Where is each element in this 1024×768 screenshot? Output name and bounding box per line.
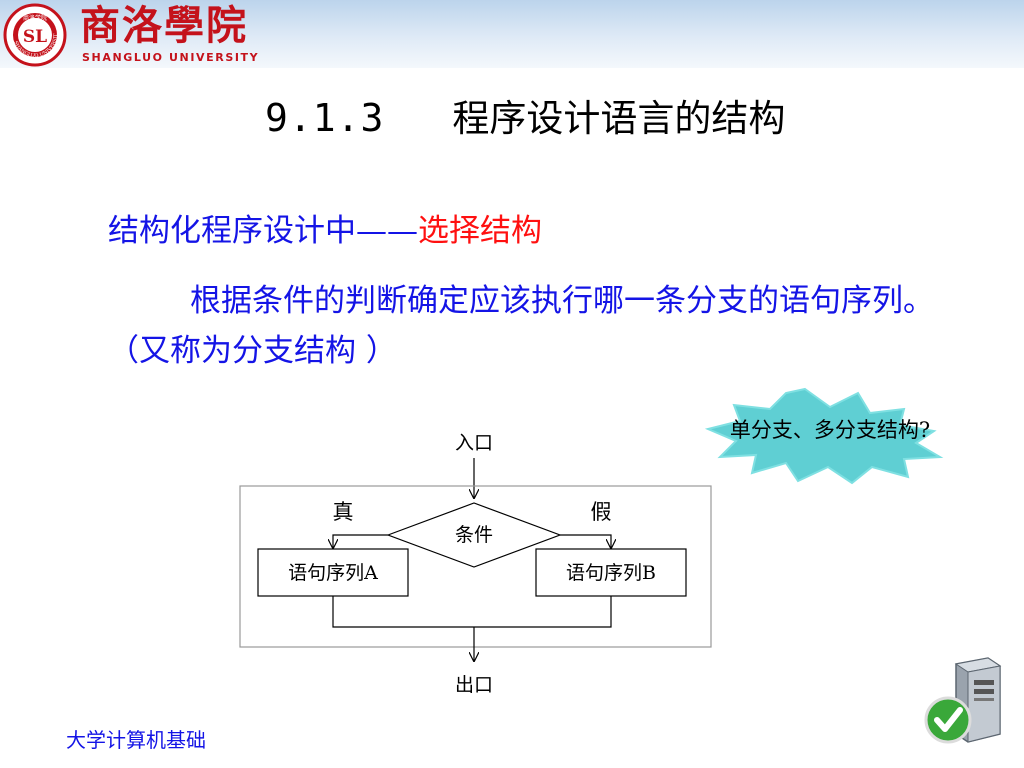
title-number: 9.1.3 xyxy=(265,96,385,140)
university-name-en: SHANGLUO UNIVERSITY xyxy=(82,51,260,64)
school-seal-icon: SL SHANGLUO UNIVERSITY 商洛学院 xyxy=(3,3,67,67)
statement-b-label: 语句序列B xyxy=(566,562,656,584)
statement-a-box xyxy=(257,548,409,597)
section-heading: 结构化程序设计中——选择结构 xyxy=(108,205,542,250)
server-check-icon-group xyxy=(924,657,1002,744)
callout-starburst: 单分支、多分支结构? xyxy=(704,387,944,485)
entry-label: 入口 xyxy=(455,432,493,454)
description-paragraph: 根据条件的判断确定应该执行哪一条分支的语句序列。（又称为分支结构 ） xyxy=(108,283,934,369)
university-name-cn: 商洛學院 xyxy=(80,2,248,49)
slide-title: 9.1.3 程序设计语言的结构 xyxy=(265,88,785,142)
true-label: 真 xyxy=(333,500,354,524)
heading-prefix: 结构化程序设计中—— xyxy=(108,213,418,249)
heading-highlight: 选择结构 xyxy=(418,213,542,249)
false-branch-arrow xyxy=(560,534,611,548)
title-text: 程序设计语言的结构 xyxy=(452,97,786,140)
true-branch-arrow xyxy=(333,534,388,548)
false-label: 假 xyxy=(591,500,612,524)
seal-top-text: 商洛学院 xyxy=(23,14,47,22)
course-footer: 大学计算机基础 xyxy=(66,728,206,752)
condition-label: 条件 xyxy=(455,524,493,546)
callout-shape xyxy=(704,387,944,485)
statement-a-label: 语句序列A xyxy=(288,562,378,584)
seal-letters: SL xyxy=(23,27,47,47)
header-banner: SL SHANGLUO UNIVERSITY 商洛学院 商洛學院 SHANGLU… xyxy=(0,0,1024,68)
merge-line xyxy=(332,596,612,628)
callout-text: 单分支、多分支结构? xyxy=(730,418,930,442)
exit-label: 出口 xyxy=(455,674,493,696)
checkmark-icon xyxy=(924,696,972,744)
structure-frame xyxy=(239,485,712,648)
